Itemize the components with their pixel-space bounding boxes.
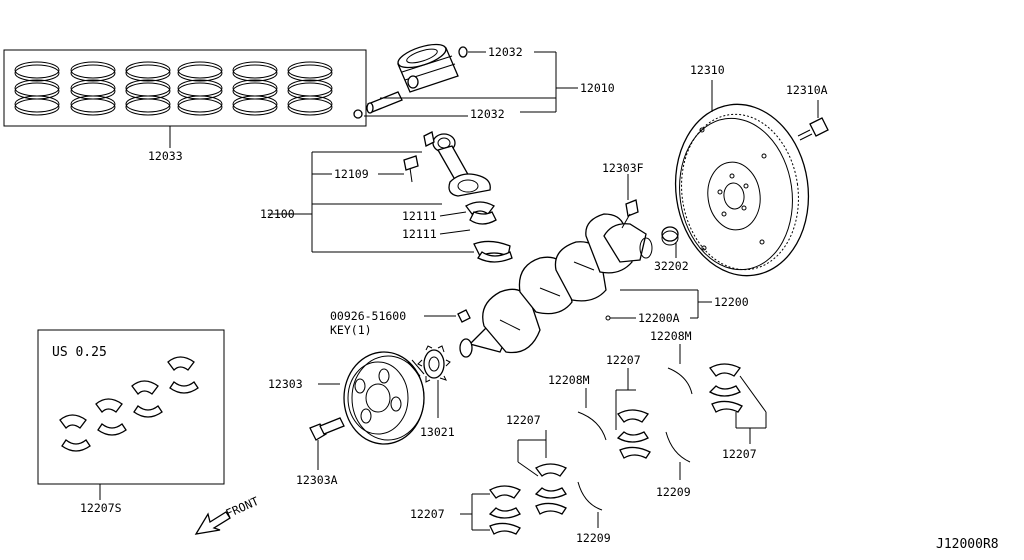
ring-group-2 [70,61,116,116]
callout-12303A: 12303A [296,473,338,487]
callout-12207-right: 12207 [722,447,757,461]
crank-sprocket [417,345,451,383]
ring-group-6 [287,61,333,116]
callout-12200: 12200 [714,295,749,309]
piston-ring-set: 12033 [3,49,367,163]
callout-12032-upper: 12032 [488,45,523,59]
ring-group-3 [125,61,171,116]
undersize-label: US 0.25 [52,345,107,360]
bearing-set-box: US 0.25 [37,329,225,485]
ring-group-5 [232,61,278,116]
callout-13021: 13021 [420,425,455,439]
flywheel [674,103,810,277]
callout-12010: 12010 [580,81,615,95]
callout-12111-upper: 12111 [402,209,437,223]
callout-12303F: 12303F [602,161,644,175]
callout-32202: 32202 [654,259,689,273]
woodruff-key [457,309,471,323]
callout-12209-right: 12209 [656,485,691,499]
callout-key: KEY(1) [330,323,372,337]
flywheel-bolt [797,117,829,141]
ring-group-4 [177,61,223,116]
callout-12207-center: 12207 [506,413,541,427]
pulley-bolt [309,417,345,441]
callout-12310: 12310 [690,63,725,77]
callout-12033: 12033 [148,149,183,163]
callout-12100: 12100 [260,207,295,221]
crank-pulley [343,351,425,445]
callout-12209-bottom: 12209 [576,531,611,545]
ring-group-1 [14,61,60,116]
callout-12207-midright: 12207 [606,353,641,367]
callout-12208M-middle: 12208M [548,373,590,387]
pilot-bushing [661,226,679,246]
callout-12032-lower: 12032 [470,107,505,121]
connecting-rod [403,131,513,263]
front-label: FRONT [224,494,261,521]
piston [353,43,468,119]
diagram-id: J12000R8 [936,537,999,552]
callout-12303: 12303 [268,377,303,391]
crankshaft [459,213,653,358]
crank-pin-12303F [621,199,639,229]
callout-12207-bottom: 12207 [410,507,445,521]
callout-00926-51600: 00926-51600 [330,309,406,323]
callout-12208M-right: 12208M [650,329,692,343]
front-arrow-icon [194,511,231,535]
callout-12207S: 12207S [80,501,122,515]
callout-12200A: 12200A [638,311,680,325]
callout-12310A: 12310A [786,83,828,97]
callout-12111-lower: 12111 [402,227,437,241]
callout-12109: 12109 [334,167,369,181]
